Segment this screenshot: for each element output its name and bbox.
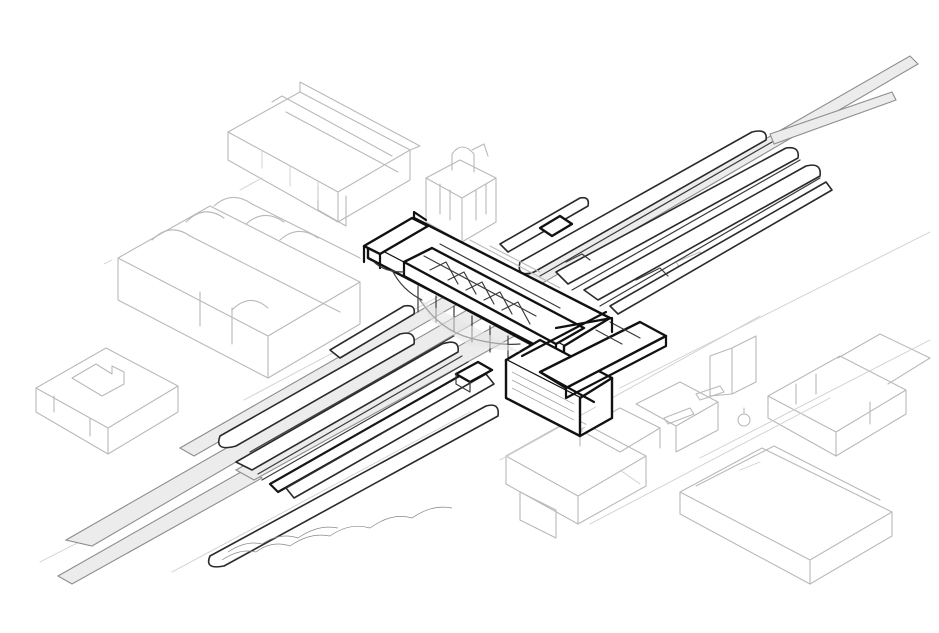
context-building-vaulted-hall <box>103 177 361 379</box>
context-building-southwest <box>35 347 179 455</box>
platforms <box>207 130 833 568</box>
rails <box>249 141 821 481</box>
platform-kiosks <box>454 214 669 393</box>
context-buildings-northwest <box>227 81 421 227</box>
station-concourse <box>362 210 668 438</box>
context-building-domed <box>425 143 497 243</box>
deck-shadow <box>420 300 520 352</box>
